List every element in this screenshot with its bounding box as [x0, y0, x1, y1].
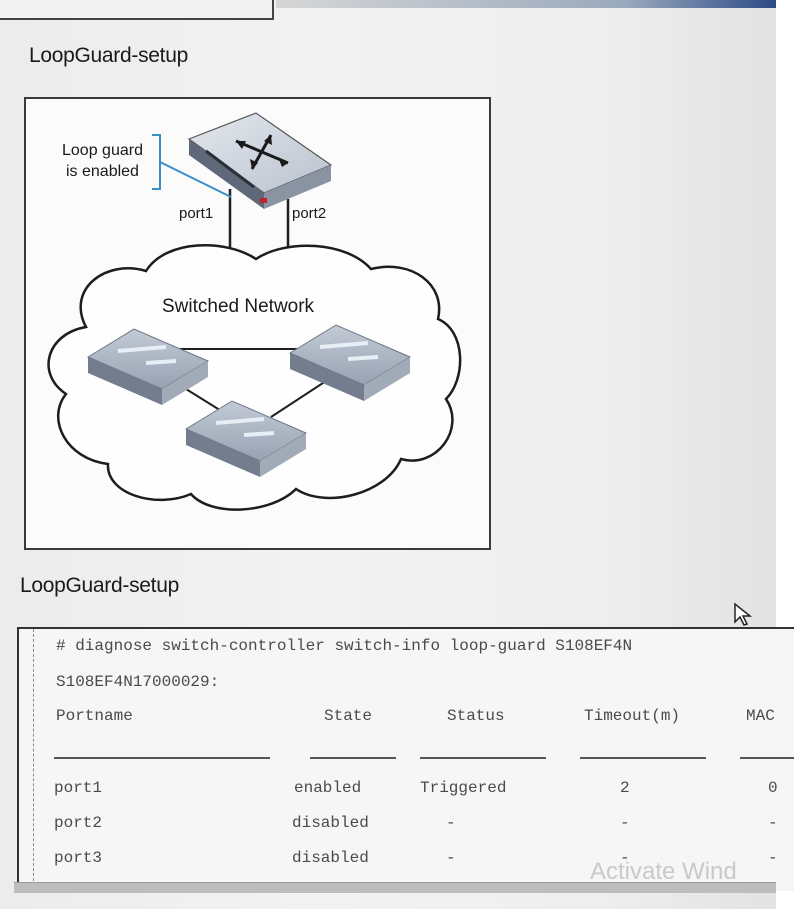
- column-header-timeout: Timeout(m): [584, 707, 681, 725]
- header-rule: [740, 757, 794, 759]
- row-2-state: disabled: [292, 814, 369, 832]
- row-3-timeout: -: [620, 849, 630, 867]
- row-2-status: -: [446, 814, 456, 832]
- row-2-portname: port2: [54, 814, 103, 832]
- row-3-status: -: [446, 849, 456, 867]
- callout-line-2: is enabled: [66, 163, 139, 180]
- row-3-mac: -: [768, 849, 778, 867]
- access-switch-left-icon: [86, 328, 210, 405]
- loop-guard-callout: [152, 134, 232, 198]
- cloud-label: Switched Network: [162, 296, 315, 317]
- port1-label: port1: [179, 205, 214, 222]
- row-3-state: disabled: [292, 849, 369, 867]
- switched-network-cloud: [47, 244, 462, 511]
- header-rule: [420, 757, 546, 759]
- cli-output-panel: # diagnose switch-controller switch-info…: [17, 627, 794, 891]
- network-diagram: Loop guard is enabled port1 port2 Switch…: [24, 97, 491, 550]
- column-header-status: Status: [447, 707, 505, 725]
- row-2-timeout: -: [620, 814, 630, 832]
- column-header-portname: Portname: [56, 707, 133, 725]
- horizontal-scrollbar[interactable]: [14, 882, 776, 893]
- activation-watermark: Activate Wind: [590, 858, 737, 885]
- row-1-portname: port1: [54, 779, 103, 797]
- switch-serial: S108EF4N17000029:: [56, 673, 220, 691]
- row-3-portname: port3: [54, 849, 103, 867]
- diagram-drawing: [47, 112, 462, 511]
- column-header-state: State: [324, 707, 373, 725]
- row-1-state: enabled: [294, 779, 362, 797]
- core-switch-icon: [187, 112, 333, 209]
- port2-label: port2: [292, 205, 327, 222]
- top-frame: [0, 0, 274, 20]
- cli-content: # diagnose switch-controller switch-info…: [33, 629, 794, 891]
- access-switch-bottom-icon: [184, 400, 308, 477]
- column-header-mac: MAC: [746, 707, 775, 725]
- header-rule: [54, 757, 270, 759]
- row-1-status: Triggered: [420, 779, 507, 797]
- access-switch-right-icon: [288, 324, 412, 401]
- diagram-heading: LoopGuard-setup: [29, 44, 188, 67]
- row-1-mac: 0: [768, 779, 778, 797]
- header-rule: [310, 757, 396, 759]
- header-rule: [580, 757, 706, 759]
- mouse-cursor-icon: [734, 602, 753, 626]
- cli-command: # diagnose switch-controller switch-info…: [56, 637, 633, 655]
- row-2-mac: -: [768, 814, 778, 832]
- row-1-timeout: 2: [620, 779, 630, 797]
- window-title-strip: [276, 0, 776, 8]
- callout-line-1: Loop guard: [62, 142, 143, 159]
- terminal-heading: LoopGuard-setup: [20, 574, 179, 597]
